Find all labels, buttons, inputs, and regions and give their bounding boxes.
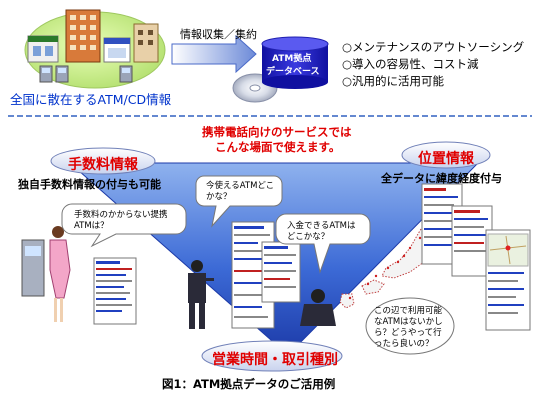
store-building-icon bbox=[27, 35, 59, 63]
speech-bubble-text-1: 手数料のかからない提携ATMは？ bbox=[74, 210, 168, 231]
headline-line1: 携帯電話向けのサービスでは bbox=[202, 125, 352, 139]
figure-caption: 図1：ATM拠点データのご活用例 bbox=[162, 377, 336, 391]
collection-arrow bbox=[171, 34, 257, 74]
speech-bubble-2 bbox=[195, 175, 283, 228]
tag-hours-label: 営業時間・取引種別 bbox=[212, 352, 338, 368]
worried-man-illustration bbox=[300, 289, 336, 326]
atm-kiosk-icons bbox=[39, 65, 133, 83]
database-cylinder-icon bbox=[261, 36, 329, 89]
speech-bubble-text-3: 入金できるATMはどこかな？ bbox=[287, 221, 356, 242]
tag-location-subtitle: 全データに緯度経度付与 bbox=[381, 172, 502, 185]
database-label-line1: ATM拠点 bbox=[272, 54, 312, 64]
office-building-icon bbox=[65, 9, 101, 63]
flow-label: 情報収集／集約 bbox=[180, 28, 257, 41]
benefit-item: ○汎用的に活用可能 bbox=[342, 74, 445, 88]
bank-building-icon bbox=[133, 23, 159, 63]
speech-bubble-text-2: 今使えるATMどこかな？ bbox=[206, 181, 275, 202]
tag-location-oval bbox=[401, 141, 491, 169]
tag-fee-oval bbox=[50, 147, 156, 175]
woman-at-atm-illustration bbox=[21, 226, 71, 322]
tag-location-label: 位置情報 bbox=[418, 151, 474, 167]
phone-screen-fee bbox=[93, 257, 137, 325]
phone-screen-location-map bbox=[485, 229, 531, 331]
headline-line2: こんな場面で使えます。 bbox=[215, 140, 341, 154]
benefit-item: ○導入の容易性、コスト減 bbox=[342, 57, 479, 71]
buildings-cluster-illustration bbox=[24, 9, 166, 89]
tag-fee-label: 手数料情報 bbox=[68, 157, 138, 173]
benefit-item: ○メンテナンスのアウトソーシング bbox=[342, 40, 525, 54]
tag-fee-subtitle: 独自手数料情報の付与も可能 bbox=[18, 178, 161, 191]
shop-building-icon bbox=[103, 37, 131, 63]
nationwide-atm-caption: 全国に散在するATM/CD情報 bbox=[10, 92, 172, 107]
speech-bubble-3 bbox=[275, 213, 371, 274]
speech-bubble-1 bbox=[61, 203, 187, 248]
speech-bubble-text-4: この辺で利用可能なATMはないかしら？どうやって行ったら良いの？ bbox=[374, 306, 443, 349]
businessman-illustration bbox=[188, 260, 214, 329]
database-label-line2: データベース bbox=[266, 67, 320, 77]
phone-screen-hours-2 bbox=[261, 241, 301, 303]
speech-bubble-4 bbox=[365, 297, 455, 355]
tag-hours-oval bbox=[201, 340, 343, 372]
